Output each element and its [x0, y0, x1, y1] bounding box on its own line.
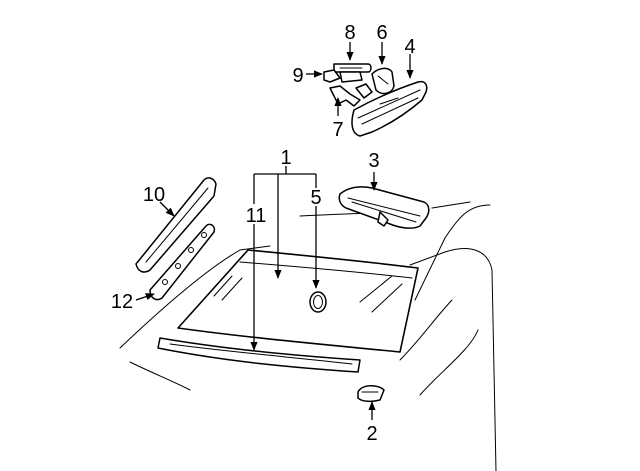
cowl-molding [157, 337, 361, 373]
rain-sensor-pad [309, 291, 327, 313]
pillar-molding-upper [135, 177, 217, 273]
auto-dimming-mirror [351, 80, 428, 137]
callout-8: 8 [344, 22, 355, 44]
callout-11: 11 [246, 205, 267, 227]
callout-2: 2 [366, 423, 377, 445]
connector [323, 69, 363, 83]
callout-3: 3 [368, 150, 379, 172]
clip-part [357, 385, 385, 403]
callout-5: 5 [310, 187, 321, 209]
callout-10: 10 [143, 184, 165, 206]
mirror-bracket [371, 67, 395, 95]
callout-1: 1 [280, 147, 291, 169]
wire-cover [333, 63, 372, 73]
vehicle-body-outline [119, 201, 497, 471]
mount-bracket [329, 83, 373, 107]
leader-lines [135, 42, 414, 420]
callout-7: 7 [332, 119, 343, 141]
callout-4: 4 [404, 36, 415, 58]
rearview-mirror [338, 186, 430, 229]
callout-12: 12 [111, 291, 133, 313]
windshield-glass [177, 249, 419, 353]
callout-6: 6 [376, 22, 387, 44]
callout-9: 9 [292, 65, 303, 87]
